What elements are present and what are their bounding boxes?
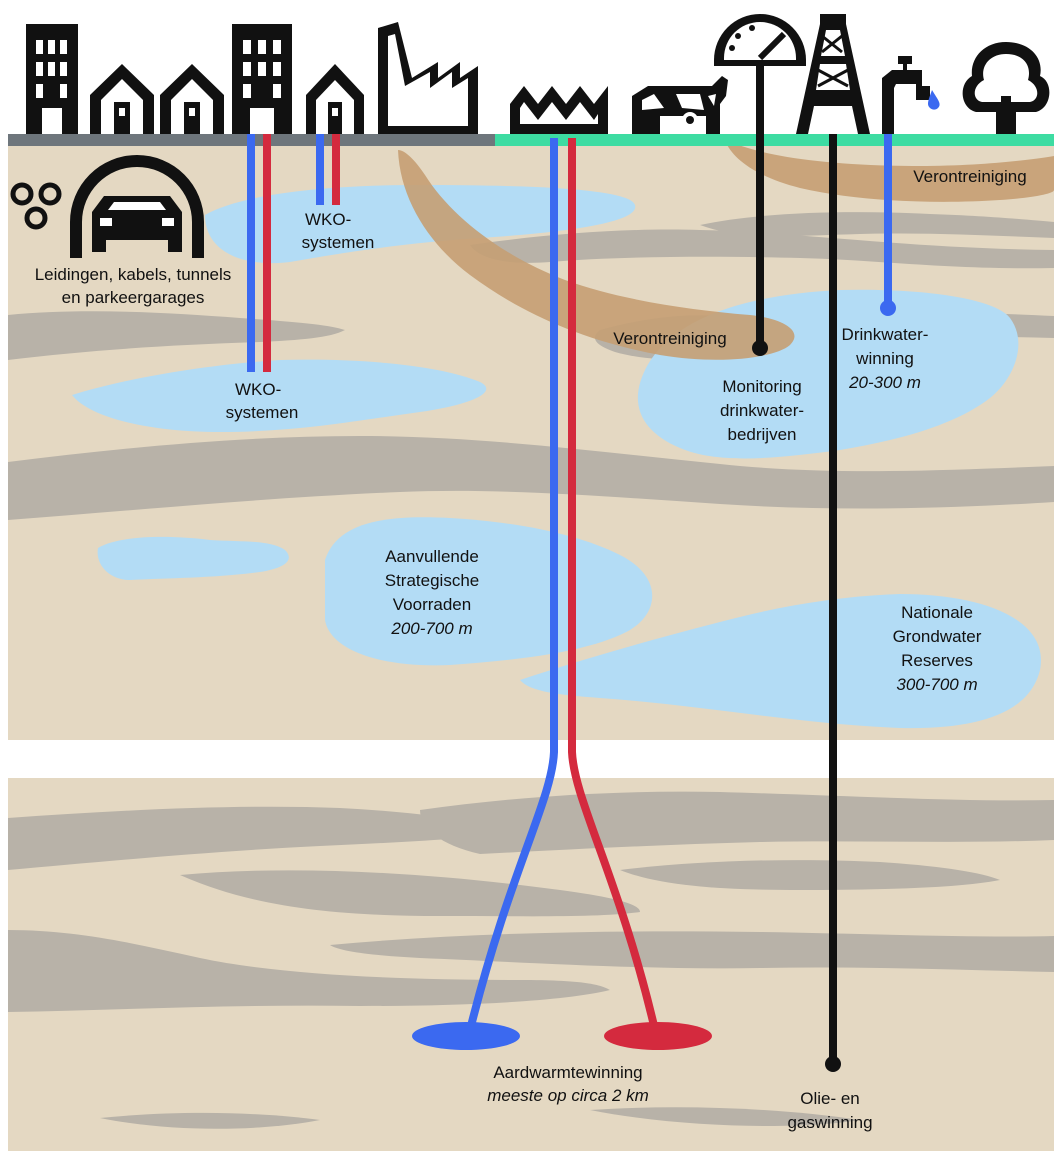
label-ngr-line3: Reserves xyxy=(901,651,973,670)
tree-icon xyxy=(962,42,1050,134)
house-icon xyxy=(160,64,224,134)
geothermal-reservoir-warm xyxy=(604,1022,712,1050)
building-icon xyxy=(232,24,292,134)
label-drinkwater-line1: Drinkwater- xyxy=(842,325,929,344)
car-tunnel-icon xyxy=(70,155,204,258)
label-asv-depth: 200-700 m xyxy=(390,619,472,638)
drinking-water-well-end xyxy=(880,300,896,316)
water-tap-icon xyxy=(882,56,940,134)
wko-wells-small xyxy=(316,134,340,205)
building-icon xyxy=(26,24,78,134)
label-ngr-line2: Grondwater xyxy=(893,627,982,646)
geothermal-injection-well xyxy=(466,138,558,1031)
label-wko-top-line2: systemen xyxy=(302,233,375,252)
wko-wells-large xyxy=(247,134,271,372)
rural-surface xyxy=(495,134,1054,146)
label-wko-low-line2: systemen xyxy=(226,403,299,422)
label-monitoring-line1: Monitoring xyxy=(722,377,801,396)
label-wko-low-line1: WKO- xyxy=(235,380,281,399)
label-drinkwater-line2: winning xyxy=(855,349,914,368)
house-icon xyxy=(306,64,364,134)
label-aardwarmte-line2: meeste op circa 2 km xyxy=(487,1086,649,1105)
factory-icon xyxy=(378,22,478,134)
label-olie-line2: gaswinning xyxy=(787,1113,872,1132)
label-verontreiniging-mid: Verontreiniging xyxy=(613,329,726,348)
label-wko-top-line1: WKO- xyxy=(305,210,351,229)
geothermal-production-well xyxy=(568,138,659,1031)
label-leidingen-line1: Leidingen, kabels, tunnels xyxy=(35,265,232,284)
geothermal-reservoir-cold xyxy=(412,1022,520,1050)
label-asv-line3: Voorraden xyxy=(393,595,471,614)
clay-layers-lower xyxy=(8,791,1054,1129)
label-drinkwater-depth: 20-300 m xyxy=(848,373,921,392)
label-asv-line2: Strategische xyxy=(385,571,480,590)
oil-derrick-icon xyxy=(796,14,870,134)
oil-gas-well-end xyxy=(825,1056,841,1072)
label-monitoring-line3: bedrijven xyxy=(728,425,797,444)
label-leidingen-line2: en parkeergarages xyxy=(62,288,205,307)
cow-icon xyxy=(632,76,728,134)
label-verontreiniging-right: Verontreiniging xyxy=(913,167,1026,186)
label-asv-line1: Aanvullende xyxy=(385,547,479,566)
label-monitoring-line2: drinkwater- xyxy=(720,401,804,420)
house-icon xyxy=(90,64,154,134)
label-ngr-depth: 300-700 m xyxy=(896,675,977,694)
pipes-icon xyxy=(10,182,62,230)
label-ngr-line1: Nationale xyxy=(901,603,973,622)
label-olie-line1: Olie- en xyxy=(800,1089,860,1108)
label-aardwarmte-line1: Aardwarmtewinning xyxy=(493,1063,642,1082)
greenhouse-icon xyxy=(510,86,608,134)
monitoring-well-end xyxy=(752,340,768,356)
gauge-icon xyxy=(714,14,806,122)
